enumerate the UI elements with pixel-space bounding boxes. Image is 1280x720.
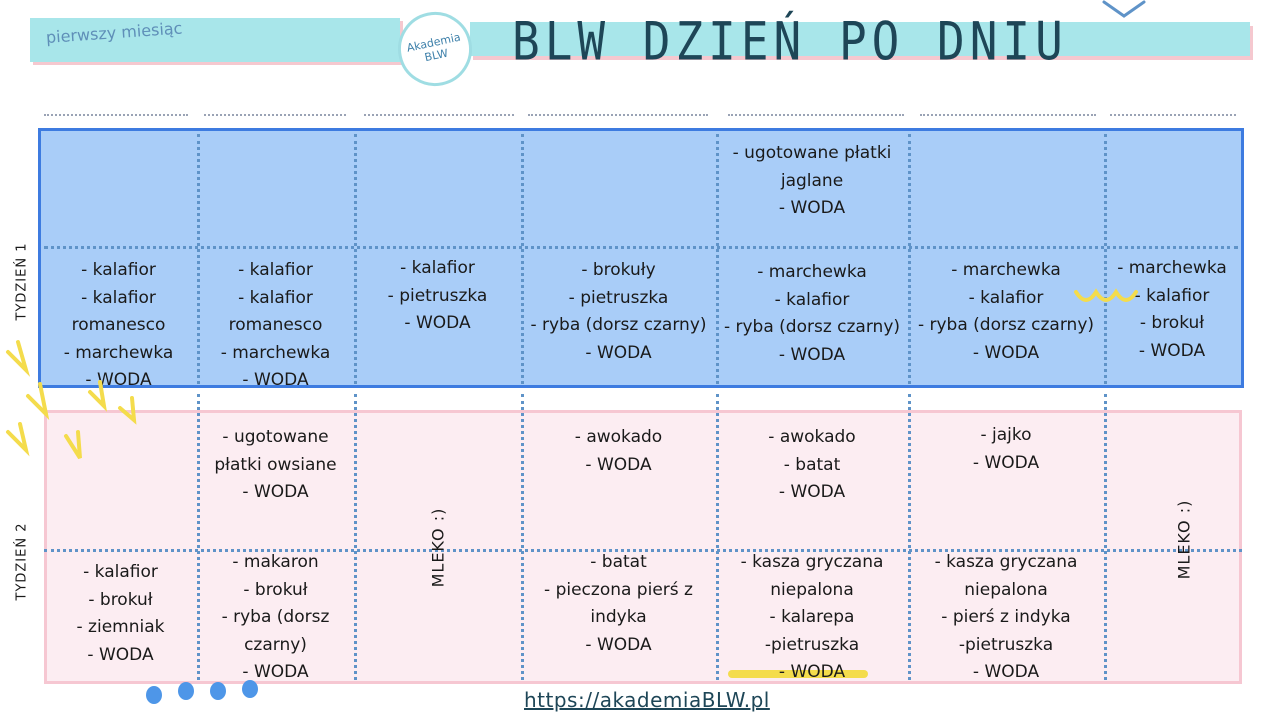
decorative-dot xyxy=(242,680,258,698)
week2-top-cell: - ugotowane płatki owsiane - WODA xyxy=(214,427,337,502)
column-divider xyxy=(1104,394,1107,680)
column-divider xyxy=(908,394,911,680)
week1-label: TYDZIEŃ 1 xyxy=(14,242,30,321)
column-divider xyxy=(716,394,719,680)
header-dotline xyxy=(920,114,1096,116)
week1-block xyxy=(38,128,1244,388)
header-dotline xyxy=(44,114,188,116)
week1-bottom-cell: - kalafior - kalafior romanesco - marche… xyxy=(220,260,331,390)
header-dotline xyxy=(528,114,708,116)
header-dotline xyxy=(728,114,904,116)
week1-top-cell: - ugotowane płatki jaglane - WODA xyxy=(732,143,892,218)
week1-row-divider xyxy=(44,246,1238,249)
decorative-dot xyxy=(210,682,226,700)
header-dotline xyxy=(364,114,514,116)
column-divider xyxy=(521,394,524,680)
week1-bottom-cell: - kalafior - pietruszka - WODA xyxy=(387,258,488,333)
week2-bottom-cell: - kasza gryczana niepalona - kalarepa -p… xyxy=(740,552,884,682)
arrow-corner-decoration xyxy=(1102,0,1146,18)
week2-label: TYDZIEŃ 2 xyxy=(14,522,30,601)
page-title: BLW DZIEŃ PO DNIU xyxy=(512,9,1068,73)
column-divider xyxy=(521,134,524,384)
column-divider xyxy=(1104,134,1107,384)
yellow-wave-decoration xyxy=(1074,288,1138,302)
week2-row-divider xyxy=(44,549,1242,552)
week1-bottom-cell: - kalafior - kalafior romanesco - marche… xyxy=(63,260,174,390)
week2-top-cell: - jajko - WODA xyxy=(972,425,1040,473)
week2-bottom-cell: - batat - pieczona pierś z indyka - WODA xyxy=(544,552,693,655)
mleko-label: MLEKO :) xyxy=(428,507,448,588)
yellow-arrows-decoration xyxy=(6,340,137,460)
week2-bottom-cell: - makaron - brokuł - ryba (dorsz czarny)… xyxy=(221,552,330,682)
column-divider xyxy=(197,134,200,384)
column-divider xyxy=(354,394,357,680)
week2-bottom-cell: - kasza gryczana niepalona - pierś z ind… xyxy=(934,552,1078,682)
highlight-marker xyxy=(728,670,868,678)
decorative-dot xyxy=(178,682,194,700)
title-banner xyxy=(470,22,1250,56)
week1-bottom-cell: - marchewka - kalafior - ryba (dorsz cza… xyxy=(723,262,901,365)
week2-top-cell: - awokado - batat - WODA xyxy=(768,427,856,502)
column-divider xyxy=(197,394,200,680)
week1-bottom-cell: - brokuły - pietruszka - ryba (dorsz cza… xyxy=(530,260,707,363)
week2-top-cell: - awokado - WODA xyxy=(574,427,663,475)
week2-block xyxy=(44,410,1242,684)
header-dotline xyxy=(1110,114,1236,116)
week1-bottom-cell: - marchewka - kalafior - brokuł - WODA xyxy=(1117,258,1227,361)
column-divider xyxy=(716,134,719,384)
column-divider xyxy=(354,134,357,384)
column-divider xyxy=(908,134,911,384)
week2-bottom-cell: - kalafior - brokuł - ziemniak - WODA xyxy=(76,562,165,665)
header-dotline xyxy=(204,114,346,116)
website-link[interactable]: https://akademiaBLW.pl xyxy=(524,688,770,712)
akademia-blw-logo: Akademia BLW xyxy=(391,5,479,93)
decorative-dot xyxy=(146,686,162,704)
week1-bottom-cell: - marchewka - kalafior - ryba (dorsz cza… xyxy=(917,260,1095,363)
mleko-label: MLEKO :) xyxy=(1174,499,1194,580)
subtitle-banner xyxy=(30,18,400,62)
